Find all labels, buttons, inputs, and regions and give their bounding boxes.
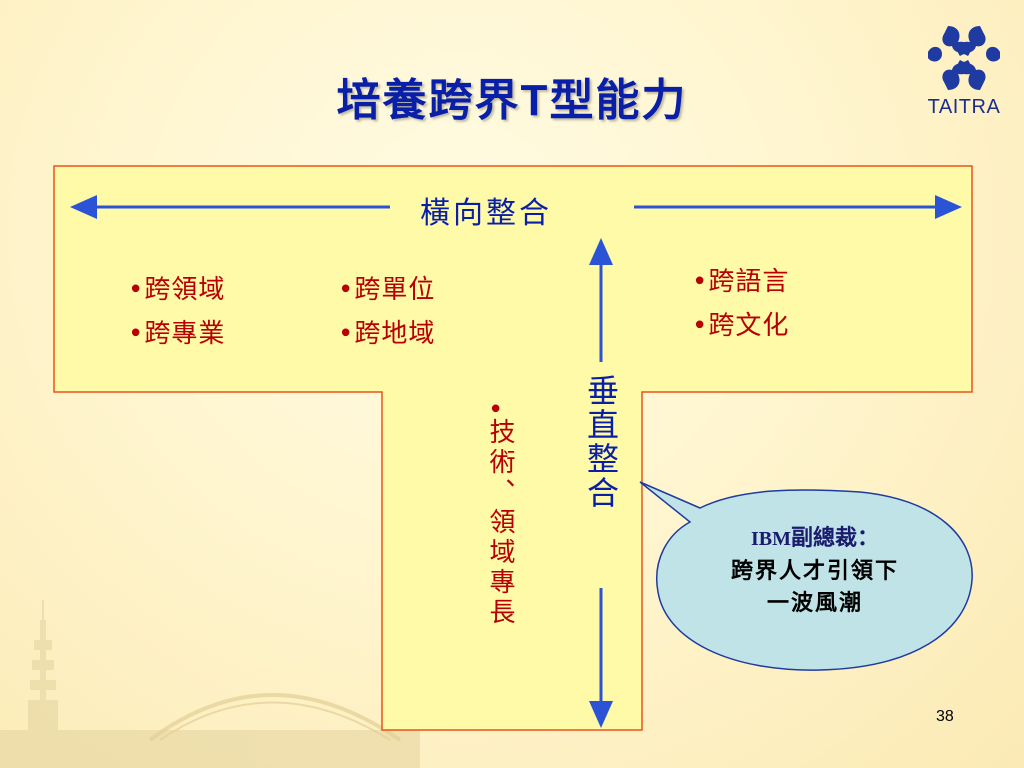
taitra-logo-icon	[928, 26, 1000, 90]
vertical-item-bullet: •	[488, 395, 505, 425]
page-number: 38	[936, 708, 954, 725]
right-items: •跨語言 •跨文化	[692, 260, 789, 348]
callout-bubble	[639, 481, 973, 671]
taitra-logo: TAITRA	[918, 22, 1010, 124]
title-t-letter: T	[520, 76, 550, 125]
slide-title: 培養跨界T型能力	[0, 64, 1024, 128]
vertical-integration-label: 垂直整合	[582, 374, 620, 510]
list-item: •跨單位	[338, 275, 436, 305]
callout-line1: 副總裁：	[790, 525, 879, 551]
t-shape-outline	[53, 165, 973, 731]
list-item: •跨領域	[128, 275, 226, 305]
list-item: •跨專業	[128, 319, 226, 349]
list-item: •跨文化	[692, 311, 790, 341]
title-part-1: 培養跨界	[336, 75, 521, 126]
middle-items: •跨單位 •跨地域	[338, 268, 435, 356]
callout-body: 跨界人才引領下一波風潮	[730, 558, 899, 616]
horizontal-integration-label: 橫向整合	[420, 196, 552, 231]
list-item: •跨語言	[692, 267, 790, 297]
skyline-decoration	[0, 600, 420, 768]
title-part-2: 型能力	[549, 75, 688, 126]
callout-text: IBM副總裁： 跨界人才引領下一波風潮	[690, 522, 940, 619]
list-item: •跨地域	[338, 319, 436, 349]
left-items: •跨領域 •跨專業	[128, 268, 225, 356]
logo-text: TAITRA	[927, 96, 1001, 118]
vertical-item-text: 技術、領域專長	[485, 418, 515, 628]
callout-prefix: IBM	[750, 528, 791, 550]
